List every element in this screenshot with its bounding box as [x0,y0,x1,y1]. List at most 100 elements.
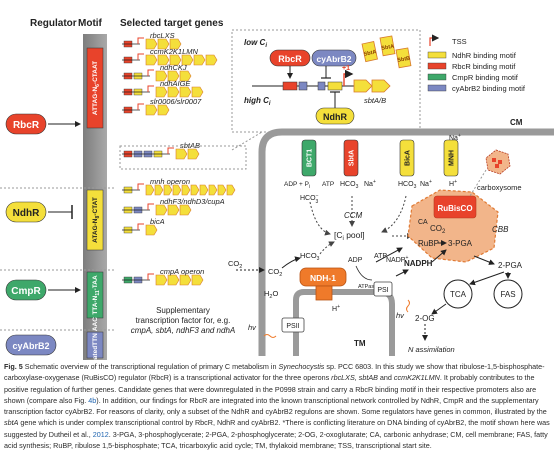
legend-rbcr: RbcR binding motif [452,62,516,71]
fas-label: FAS [500,290,515,299]
tss-arrow [137,37,144,44]
gene-arrow [167,86,180,98]
ndh1-hco3-label: HCO3 [300,251,320,262]
legend-cyabrb2-swatch [427,84,447,92]
psi-label: PSI [377,287,388,294]
outside-co2-label: CO2 [228,259,242,270]
tca-label: TCA [450,290,467,299]
gene-row: slr0006/slr0007 [122,97,202,116]
gene-row: bicA [122,217,165,236]
inset-rbcr-label: RbcR [278,54,302,64]
psi-to-nadph [395,269,409,277]
gene-row: ndhF3/ndhD3/cupA [122,197,225,216]
pga2-to-tca [469,271,505,286]
header-strip [0,0,554,32]
tss-arrow [147,85,154,92]
psii-label: PSII [286,323,299,330]
bica-na-label: Na+ [420,179,432,188]
legend-tss: TSS [452,37,467,46]
gene-arrow [181,184,191,196]
motif-sequence: ATTAG-N6-CTAAT [92,61,101,115]
flux-bica [381,195,407,233]
motif-box [86,189,104,251]
svg-text:SbtA: SbtA [381,44,395,52]
legend-rbcr-swatch [427,62,447,70]
gene-arrow [169,38,182,50]
inset-plus1: +1 [342,65,350,72]
transporter-bct1: BCT1 [301,139,317,177]
ndh1-h-label: H+ [332,304,340,313]
tca-to-og2 [431,303,447,315]
motif-box [86,271,104,319]
motif-sequence: TTA-N11-TAA [92,275,101,315]
rubisco-label: RuBisCO [437,204,472,213]
rubp-label: RuBP [418,239,439,248]
hco3-to-pool [319,241,335,255]
motif-box [86,331,104,359]
ccm-label: CCM [344,211,363,220]
supplementary-line-1: Supplementary [156,306,210,315]
ndh1-label: NDH-1 [310,273,336,283]
transporter-sbta: SbtA [343,139,359,177]
tss-arrow [137,223,144,230]
carboxysome-label: carboxysome [477,183,522,192]
transporter-body [443,139,459,177]
tm-label: TM [354,339,366,348]
gene-arrow [155,70,168,82]
gene-arrow [179,70,192,82]
thylakoid-membrane [293,289,395,356]
tca-cycle [443,279,473,309]
transporter-body [343,139,359,177]
caption-reference-link[interactable]: 2012 [92,429,109,439]
legend-ndhr: NdhR binding motif [452,51,517,60]
regulator-label: CmpR [11,286,41,297]
carboxysome-co2: CO2 [430,224,446,235]
gene-label: ndhAIGE [160,79,191,88]
regulator-pill [5,201,47,223]
gene-label: ccmK2K1LMN [150,47,199,56]
sbta-hco3-label: HCO3 [340,181,359,190]
gene-arrow [179,204,192,216]
legend-ndhr-swatch [427,51,447,59]
gene-arrow [163,184,173,196]
caption-figure-link[interactable]: 4b [88,395,97,405]
regulator-pill [5,334,57,356]
gene-arrow [157,38,170,50]
gene-arrow [155,204,168,216]
inset-cyabrb2-pill [311,49,357,67]
inset-ndhr-motif [327,81,343,91]
regulator-label: NdhR [13,208,40,219]
atpase-curve [355,265,373,281]
inset-cyabrb2-motif [298,81,308,91]
inset-tss-arrow [343,69,354,86]
gene-arrow [155,274,168,286]
motif-sequence: repeatedTTNAAC [92,317,99,360]
tss-arrow [147,273,154,280]
gene-arrow [205,54,218,66]
fas-cycle [493,279,523,309]
nadph-to-cbb [431,249,447,263]
ci-pool-label: [Ci pool] [334,230,365,242]
gene-arrow [179,274,192,286]
tss-arrow [137,103,144,110]
svg-text:SbtB: SbtB [397,56,411,64]
tss-arrow [167,147,174,154]
gene-layer: rbcLXSccmK2K1LMNndhCKJndhAIGEslr0006/slr… [122,31,236,286]
tss-arrow [147,203,154,210]
gene-arrow [167,274,180,286]
gene-arrow [179,86,192,98]
caption-fig-label: Fig. 5 [4,362,23,371]
gene-arrow [145,224,158,236]
inset-sbta-protein-2: SbtA [379,35,396,57]
gene-arrow [172,184,182,196]
inset-high-ci: high Ci [244,96,271,107]
regulator-label: RbcR [13,120,40,131]
tss-arrow [137,53,144,60]
gene-label: rbcLXS [150,31,175,40]
tm-adp-label: ADP [348,257,363,264]
header-motif: Motif [78,18,103,29]
regulator-pill [5,279,47,301]
gene-label: slr0006/slr0007 [150,97,202,106]
